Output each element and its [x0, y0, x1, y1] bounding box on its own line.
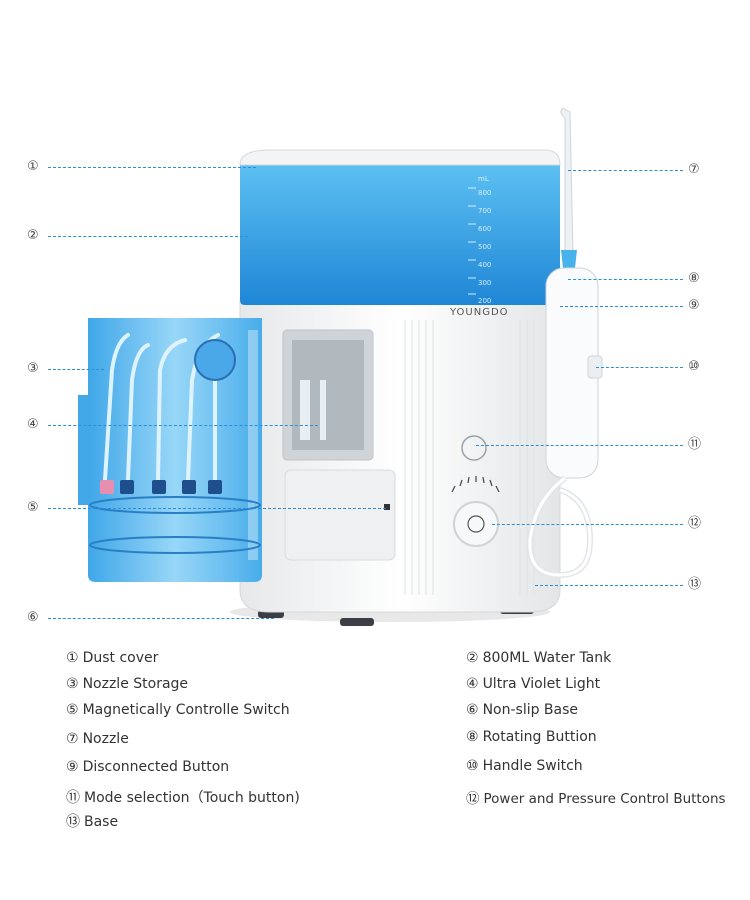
mode-touch-button [461, 435, 487, 461]
leader-7 [568, 170, 683, 171]
marker-9: ⑨ [688, 298, 700, 313]
foot-mid [340, 618, 374, 626]
leader-6 [48, 618, 274, 619]
brand-logo: YOUNGDO [450, 307, 509, 318]
legend-num: ⑥ [466, 702, 479, 718]
leader-1 [48, 167, 256, 168]
leader-10 [596, 367, 683, 368]
marker-6: ⑥ [27, 610, 39, 625]
marker-12: ⑫ [688, 516, 702, 531]
marker-2: ② [27, 228, 39, 243]
legend-text: Base [84, 814, 119, 830]
legend-text: Magnetically Controlle Switch [82, 702, 290, 718]
legend-num: ⑬ [66, 814, 80, 830]
legend-num: ⑤ [66, 702, 79, 718]
marker-4: ④ [27, 417, 39, 432]
leader-12 [492, 524, 683, 525]
legend-num: ⑧ [466, 729, 479, 745]
marker-7: ⑦ [688, 162, 700, 177]
marker-5: ⑤ [27, 500, 39, 515]
legend-text: Power and Pressure Control Buttons [483, 791, 726, 807]
leader-13 [535, 585, 683, 586]
legend-text: Non-slip Base [482, 702, 579, 718]
tank-scale-800: 800 [478, 189, 492, 197]
legend-num: ⑩ [466, 758, 479, 774]
legend-text: 800ML Water Tank [482, 650, 612, 666]
legend-num: ⑨ [66, 759, 79, 775]
tank-scale-500: 500 [478, 243, 492, 251]
marker-8: ⑧ [688, 271, 700, 286]
legend-text: Rotating Buttion [482, 729, 597, 745]
legend-text: Handle Switch [482, 758, 583, 774]
marker-10: ⑩ [688, 359, 700, 374]
tank-scale-300: 300 [478, 279, 492, 287]
legend-text: Nozzle [82, 731, 129, 747]
leader-8 [568, 279, 683, 280]
legend-num: ③ [66, 676, 79, 692]
tank-scale: 800 700 600 500 400 300 200 [478, 184, 491, 310]
marker-11: ⑪ [688, 437, 702, 452]
leader-2 [48, 236, 248, 237]
legend-text: Mode selection（Touch button) [84, 790, 300, 806]
leader-4 [48, 425, 318, 426]
marker-13: ⑬ [688, 577, 702, 592]
legend-text: Disconnected Button [82, 759, 230, 775]
tank-scale-700: 700 [478, 207, 492, 215]
leader-5 [48, 508, 386, 509]
legend-text: Nozzle Storage [82, 676, 189, 692]
legend-num: ⑪ [66, 790, 80, 806]
leader-11 [476, 445, 683, 446]
legend-num: ④ [466, 676, 479, 692]
legend-text: Ultra Violet Light [482, 676, 601, 692]
legend-num: ① [66, 650, 79, 666]
legend-text: Dust cover [82, 650, 159, 666]
tank-scale-200: 200 [478, 297, 492, 305]
tank-unit: mL [478, 175, 489, 183]
marker-1: ① [27, 159, 39, 174]
water-flosser-illustration [78, 107, 603, 626]
leader-9 [560, 306, 683, 307]
leader-3 [48, 369, 104, 370]
legend-num: ⑦ [66, 731, 79, 747]
legend-num: ② [466, 650, 479, 666]
tank-scale-400: 400 [478, 261, 492, 269]
legend-num: ⑫ [466, 791, 480, 807]
marker-3: ③ [27, 361, 39, 376]
tank-scale-600: 600 [478, 225, 492, 233]
